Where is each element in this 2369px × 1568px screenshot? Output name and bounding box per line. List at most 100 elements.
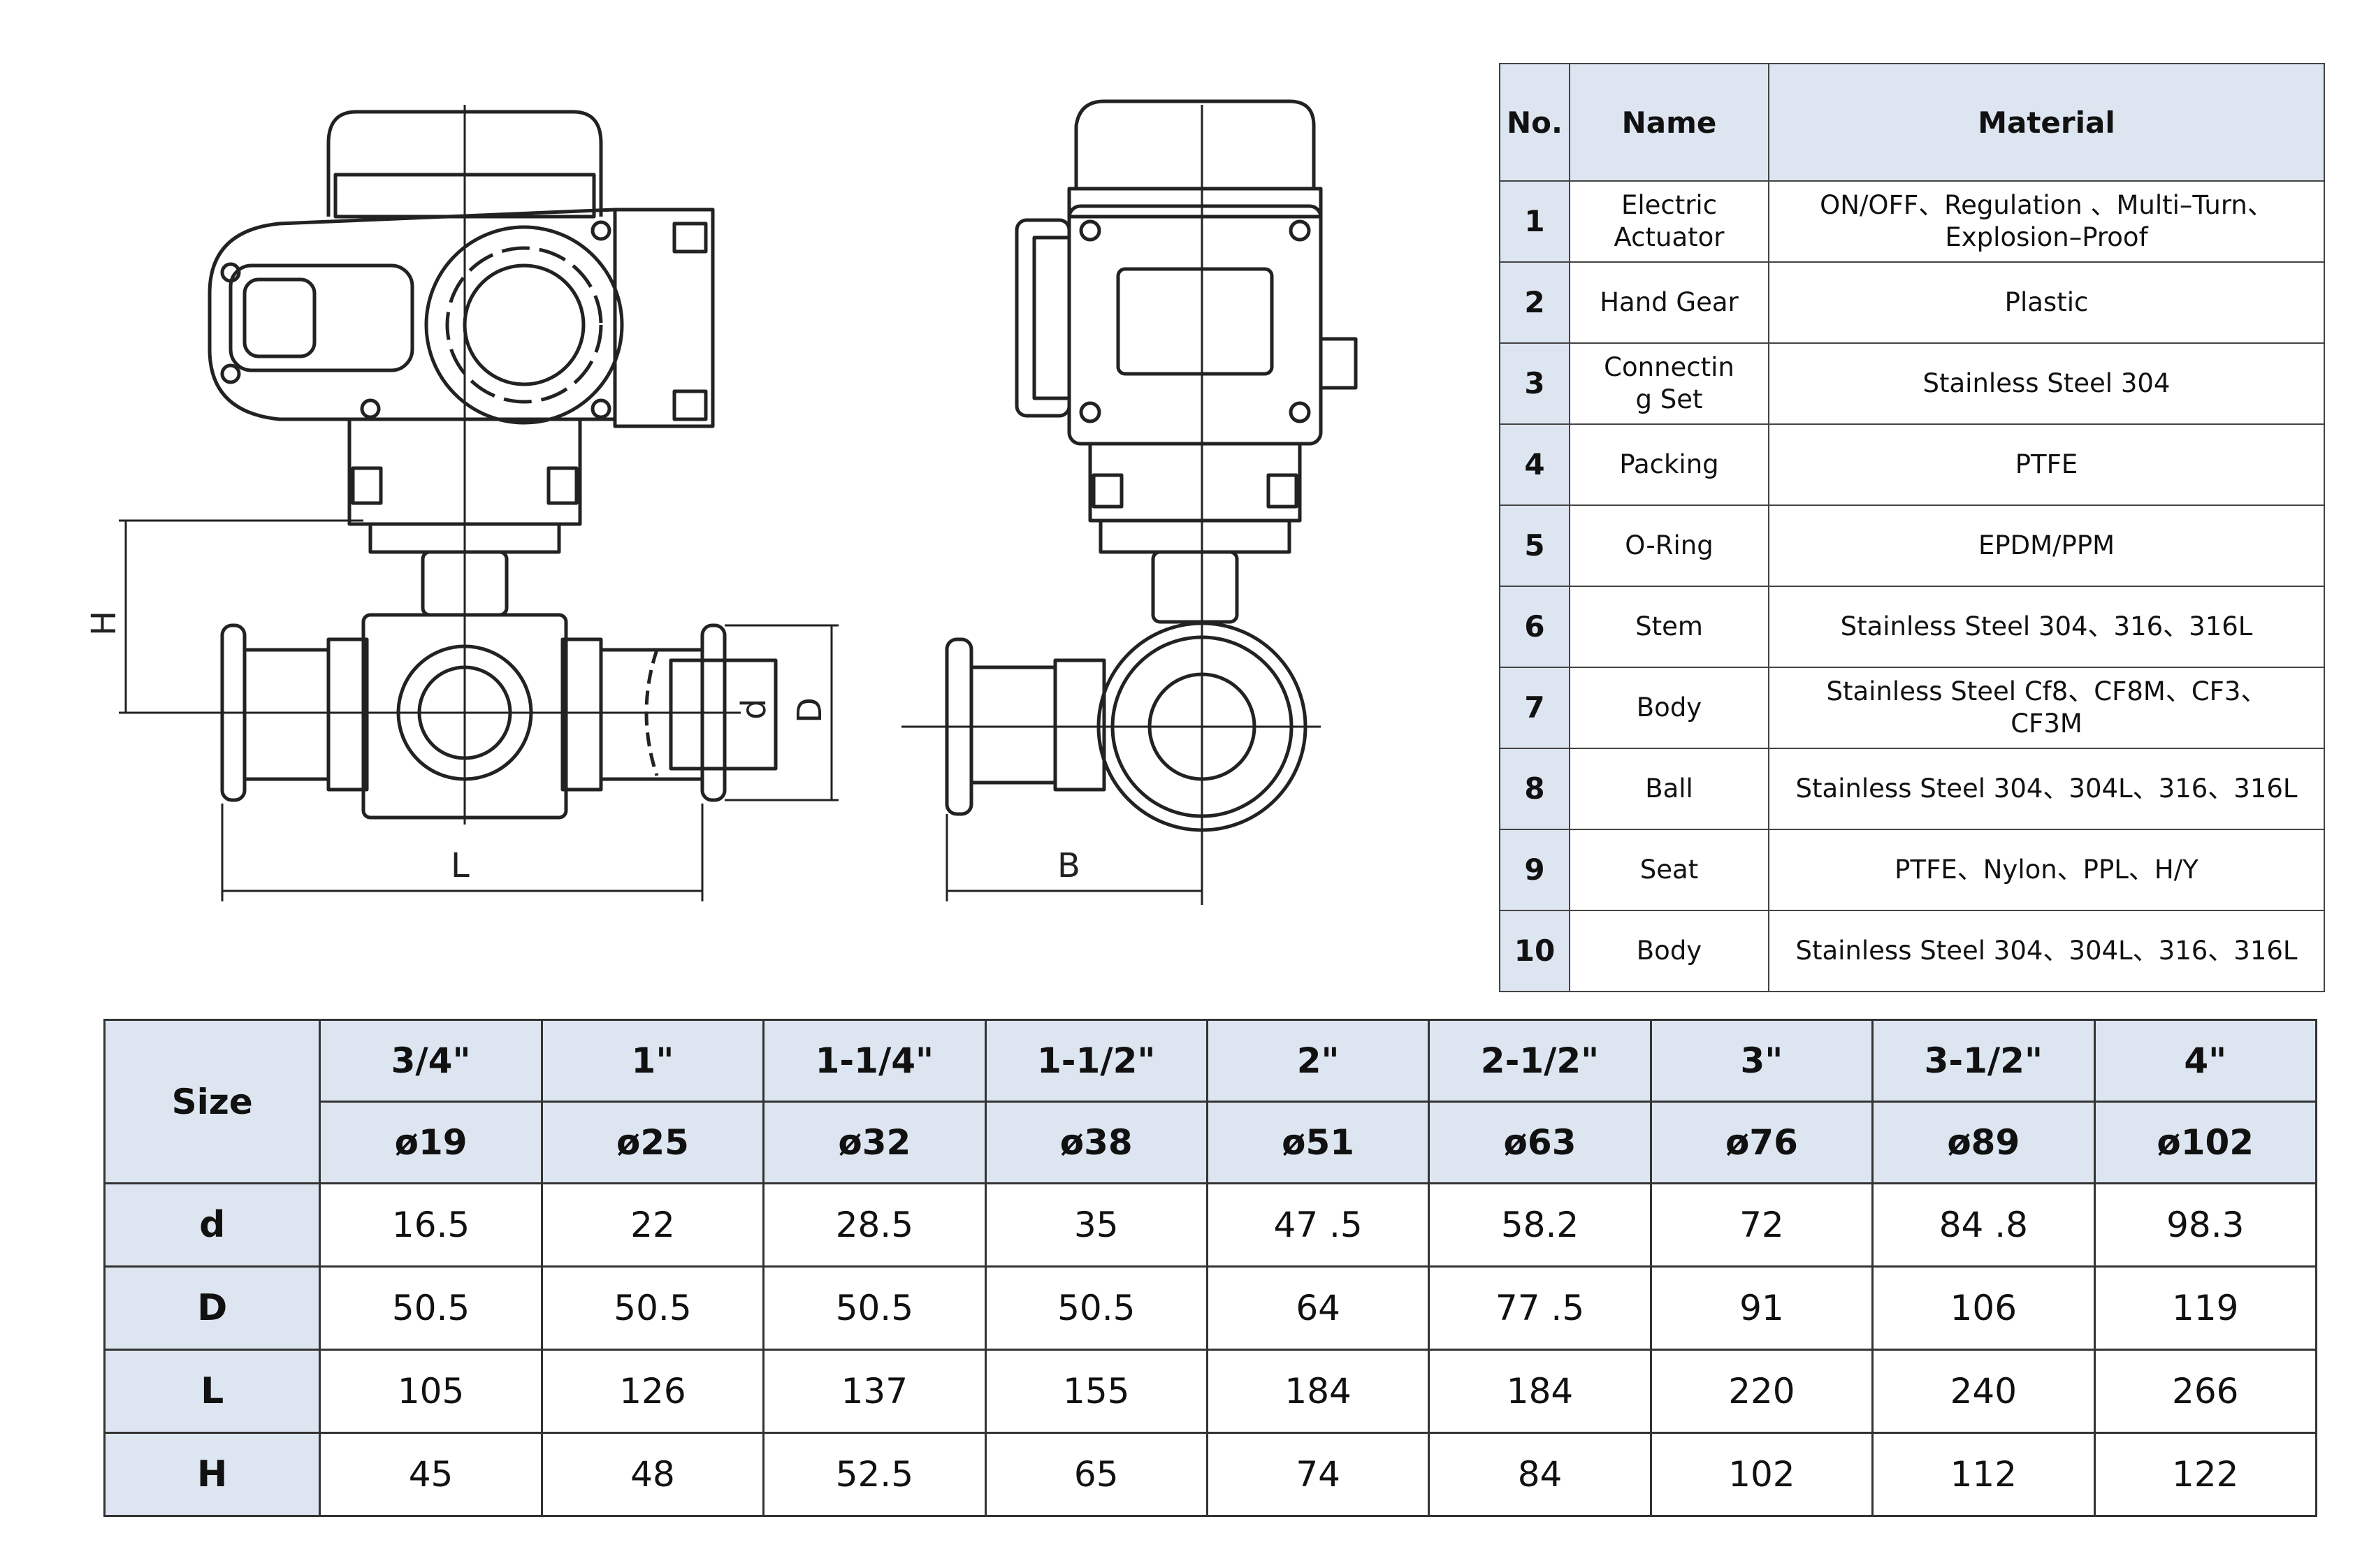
part-number: 3 — [1499, 342, 1570, 425]
part-material: ON/OFF、Regulation 、Multi–Turn、Explosion–… — [1768, 180, 2325, 263]
dimension-value: 126 — [540, 1349, 765, 1434]
bore-header: ø32 — [762, 1101, 987, 1184]
part-name-line: Connectin — [1604, 352, 1734, 382]
part-material: Stainless Steel 304 — [1768, 342, 2325, 425]
size-header: 2" — [1205, 1019, 1430, 1103]
part-number: 4 — [1499, 423, 1570, 506]
part-name: Seat — [1569, 829, 1769, 911]
dimension-value: 112 — [1871, 1432, 2096, 1517]
part-material: EPDM/PPM — [1768, 504, 2325, 587]
part-number: 9 — [1499, 829, 1570, 911]
bore-header: ø89 — [1871, 1101, 2096, 1184]
part-name-line: O-Ring — [1625, 530, 1714, 560]
part-material-line: Stainless Steel 304、316、316L — [1840, 611, 2253, 641]
dimension-label-d: d — [734, 699, 774, 720]
size-header: 2-1/2" — [1428, 1019, 1652, 1103]
bore-header: ø19 — [319, 1101, 543, 1184]
dimension-row-label: D — [103, 1265, 321, 1351]
dimension-value: 52.5 — [762, 1432, 987, 1517]
part-material-line: PTFE、Nylon、PPL、H/Y — [1895, 855, 2198, 885]
bore-header: ø38 — [984, 1101, 1208, 1184]
part-name: Packing — [1569, 423, 1769, 506]
dimension-value: 106 — [1871, 1265, 2096, 1351]
part-material-line: Stainless Steel 304 — [1922, 368, 2171, 398]
dimension-value: 28.5 — [762, 1182, 987, 1268]
part-material-line: Stainless Steel 304、304L、316、316L — [1795, 774, 2298, 804]
part-name-line: Body — [1636, 692, 1702, 723]
part-name: Hand Gear — [1569, 261, 1769, 344]
dimension-value: 47 .5 — [1205, 1182, 1430, 1268]
part-name: Ball — [1569, 748, 1769, 830]
dimension-value: 184 — [1428, 1349, 1652, 1434]
dimension-value: 50.5 — [319, 1265, 543, 1351]
part-number: 6 — [1499, 586, 1570, 668]
size-header: 3-1/2" — [1871, 1019, 2096, 1103]
part-name: Stem — [1569, 586, 1769, 668]
dimension-table: Size 3/4"1"1-1/4"1-1/2"2"2-1/2"3"3-1/2"4… — [103, 1019, 2317, 1517]
part-number: 7 — [1499, 667, 1570, 749]
size-header: 1" — [540, 1019, 765, 1103]
dimension-value: 72 — [1649, 1182, 1874, 1268]
dimension-value: 84 .8 — [1871, 1182, 2096, 1268]
part-name-line: g Set — [1635, 384, 1703, 414]
part-material-line: Plastic — [2004, 287, 2089, 317]
parts-table-header-row: No. Name Material — [1499, 63, 2325, 182]
dimension-value: 22 — [540, 1182, 765, 1268]
part-name-line: Actuator — [1614, 222, 1725, 252]
bore-header: ø76 — [1649, 1101, 1874, 1184]
bore-header: ø25 — [540, 1101, 765, 1184]
part-material: Stainless Steel 304、304L、316、316L — [1768, 910, 2325, 992]
size-header: 3/4" — [319, 1019, 543, 1103]
dimension-value: 122 — [2093, 1432, 2317, 1517]
part-number: 2 — [1499, 261, 1570, 344]
dimension-value: 35 — [984, 1182, 1208, 1268]
dimension-value: 240 — [1871, 1349, 2096, 1434]
dimension-value: 137 — [762, 1349, 987, 1434]
dimension-row-label: H — [103, 1432, 321, 1517]
dimension-value: 102 — [1649, 1432, 1874, 1517]
dimension-label-B: B — [1057, 846, 1080, 885]
part-number: 8 — [1499, 748, 1570, 830]
dimension-value: 84 — [1428, 1432, 1652, 1517]
size-header: 1-1/2" — [984, 1019, 1208, 1103]
dimension-label-H: H — [85, 611, 124, 636]
dimension-value: 98.3 — [2093, 1182, 2317, 1268]
part-number: 10 — [1499, 910, 1570, 992]
dimension-value: 65 — [984, 1432, 1208, 1517]
part-name-line: Electric — [1621, 190, 1718, 220]
dimension-label-L: L — [451, 846, 470, 885]
bore-header: ø102 — [2093, 1101, 2317, 1184]
part-name: O-Ring — [1569, 504, 1769, 587]
dimension-row-label: L — [103, 1349, 321, 1434]
part-number: 5 — [1499, 504, 1570, 587]
dimension-value: 266 — [2093, 1349, 2317, 1434]
header-material: Material — [1768, 63, 2325, 182]
front-view-drawing: L H d D — [85, 105, 839, 901]
dimension-row-label: d — [103, 1182, 321, 1268]
size-header: 3" — [1649, 1019, 1874, 1103]
dimension-value: 50.5 — [762, 1265, 987, 1351]
size-header-row: Size 3/4"1"1-1/4"1-1/2"2"2-1/2"3"3-1/2"4… — [103, 1019, 2317, 1184]
dimension-value: 48 — [540, 1432, 765, 1517]
dimension-value: 74 — [1205, 1432, 1430, 1517]
dimension-value: 155 — [984, 1349, 1208, 1434]
part-material-line: Explosion–Proof — [1945, 222, 2148, 252]
part-name: Body — [1569, 910, 1769, 992]
header-name: Name — [1569, 63, 1769, 182]
dimension-value: 77 .5 — [1428, 1265, 1652, 1351]
part-name-line: Packing — [1619, 449, 1719, 479]
